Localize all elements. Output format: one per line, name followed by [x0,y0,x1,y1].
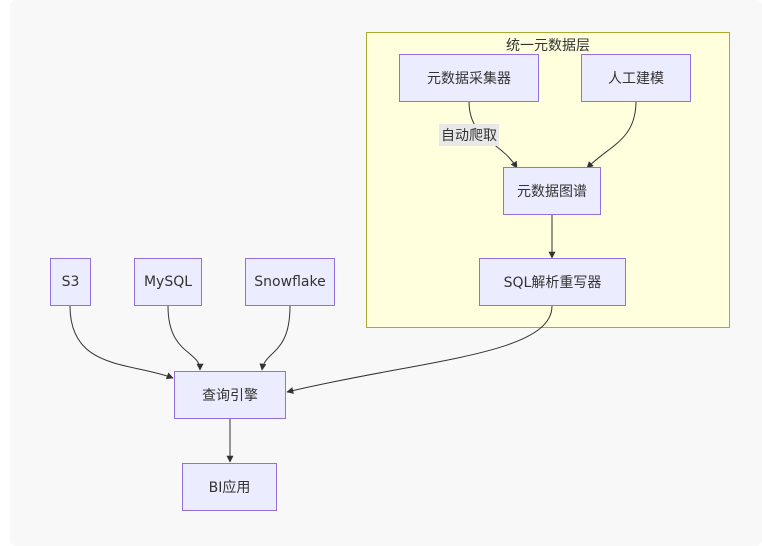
edge-label-auto-crawl: 自动爬取 [439,124,499,146]
node-mysql[interactable]: MySQL [134,258,202,306]
node-metadata-collector[interactable]: 元数据采集器 [399,54,539,102]
node-manual-modeling[interactable]: 人工建模 [581,54,691,102]
node-s3[interactable]: S3 [50,258,91,306]
node-bi-app[interactable]: BI应用 [182,463,277,511]
node-sql-rewriter[interactable]: SQL解析重写器 [479,258,626,306]
subgraph-title: 统一元数据层 [506,38,590,54]
node-metadata-graph[interactable]: 元数据图谱 [503,167,601,215]
node-snowflake[interactable]: Snowflake [245,258,335,306]
node-query-engine[interactable]: 查询引擎 [174,371,286,419]
